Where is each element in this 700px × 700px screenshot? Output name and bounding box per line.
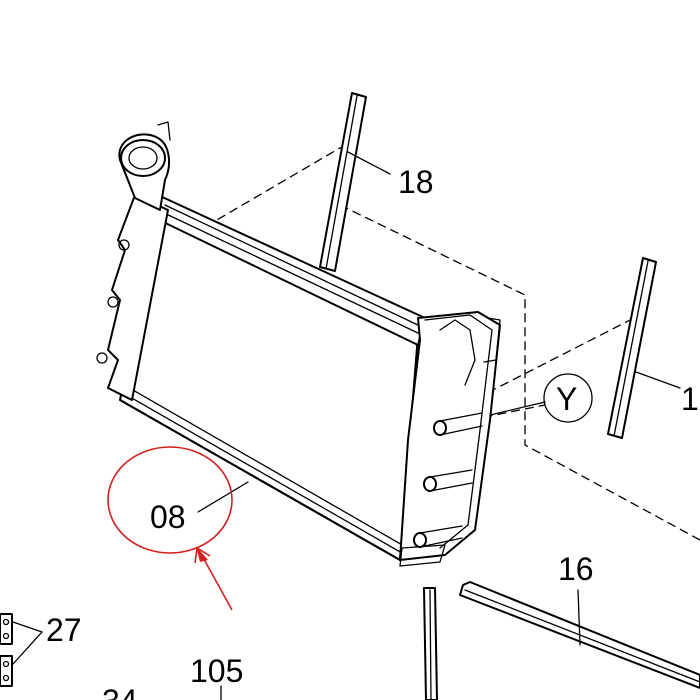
strip-bottom-vertical[interactable] — [423, 587, 438, 700]
callout-18: 18 — [398, 164, 434, 200]
leader-lines — [12, 151, 681, 700]
callout-16: 16 — [558, 551, 594, 587]
bracket-27[interactable] — [0, 613, 13, 687]
callout-105: 105 — [190, 653, 243, 689]
callout-08: 08 — [150, 499, 186, 535]
callout-y: Y — [556, 381, 577, 417]
strip-18[interactable] — [319, 92, 367, 272]
strip-1[interactable] — [607, 257, 657, 439]
view-y-circle — [543, 373, 593, 423]
assembly-dash-lines — [144, 144, 700, 541]
callout-27: 27 — [46, 612, 82, 648]
highlight-08 — [107, 446, 233, 611]
callout-1: 1 — [681, 381, 699, 417]
callout-34: 34 — [102, 683, 138, 700]
intercooler-08[interactable] — [96, 121, 501, 567]
